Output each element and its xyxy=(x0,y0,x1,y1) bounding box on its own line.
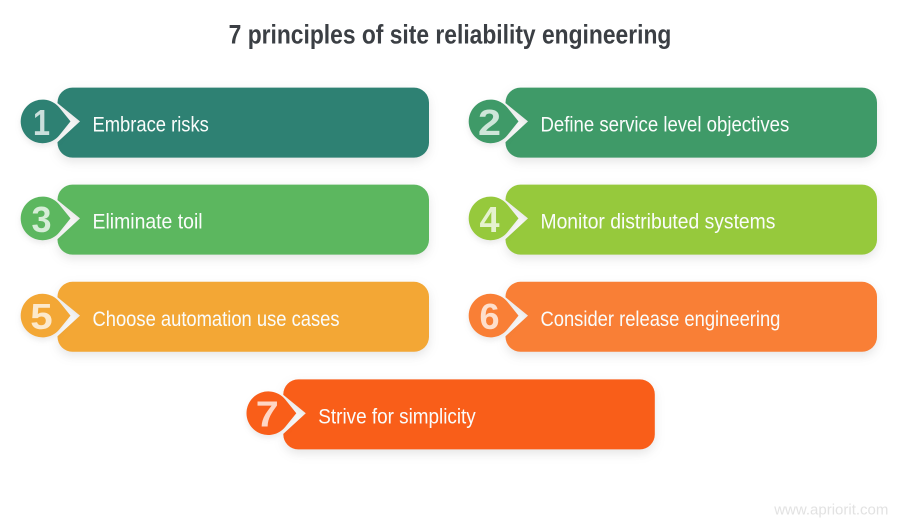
svg-text:Eliminate toil: Eliminate toil xyxy=(93,211,203,234)
svg-text:Embrace risks: Embrace risks xyxy=(93,114,209,137)
svg-text:2: 2 xyxy=(478,103,501,143)
svg-text:Choose automation use cases: Choose automation use cases xyxy=(93,308,340,331)
svg-text:3: 3 xyxy=(31,199,51,240)
svg-text:7 principles of site reliabili: 7 principles of site reliability enginee… xyxy=(229,21,672,50)
svg-text:1: 1 xyxy=(33,104,50,144)
svg-text:Consider release engineering: Consider release engineering xyxy=(541,308,781,331)
svg-text:4: 4 xyxy=(479,199,499,240)
svg-text:7: 7 xyxy=(256,395,279,435)
svg-text:www.apriorit.com: www.apriorit.com xyxy=(773,501,888,518)
svg-text:Define service level objective: Define service level objectives xyxy=(541,114,790,137)
svg-text:Strive for simplicity: Strive for simplicity xyxy=(318,406,475,429)
svg-text:Monitor distributed systems: Monitor distributed systems xyxy=(541,211,776,234)
svg-text:5: 5 xyxy=(30,297,52,338)
svg-text:6: 6 xyxy=(479,296,499,337)
